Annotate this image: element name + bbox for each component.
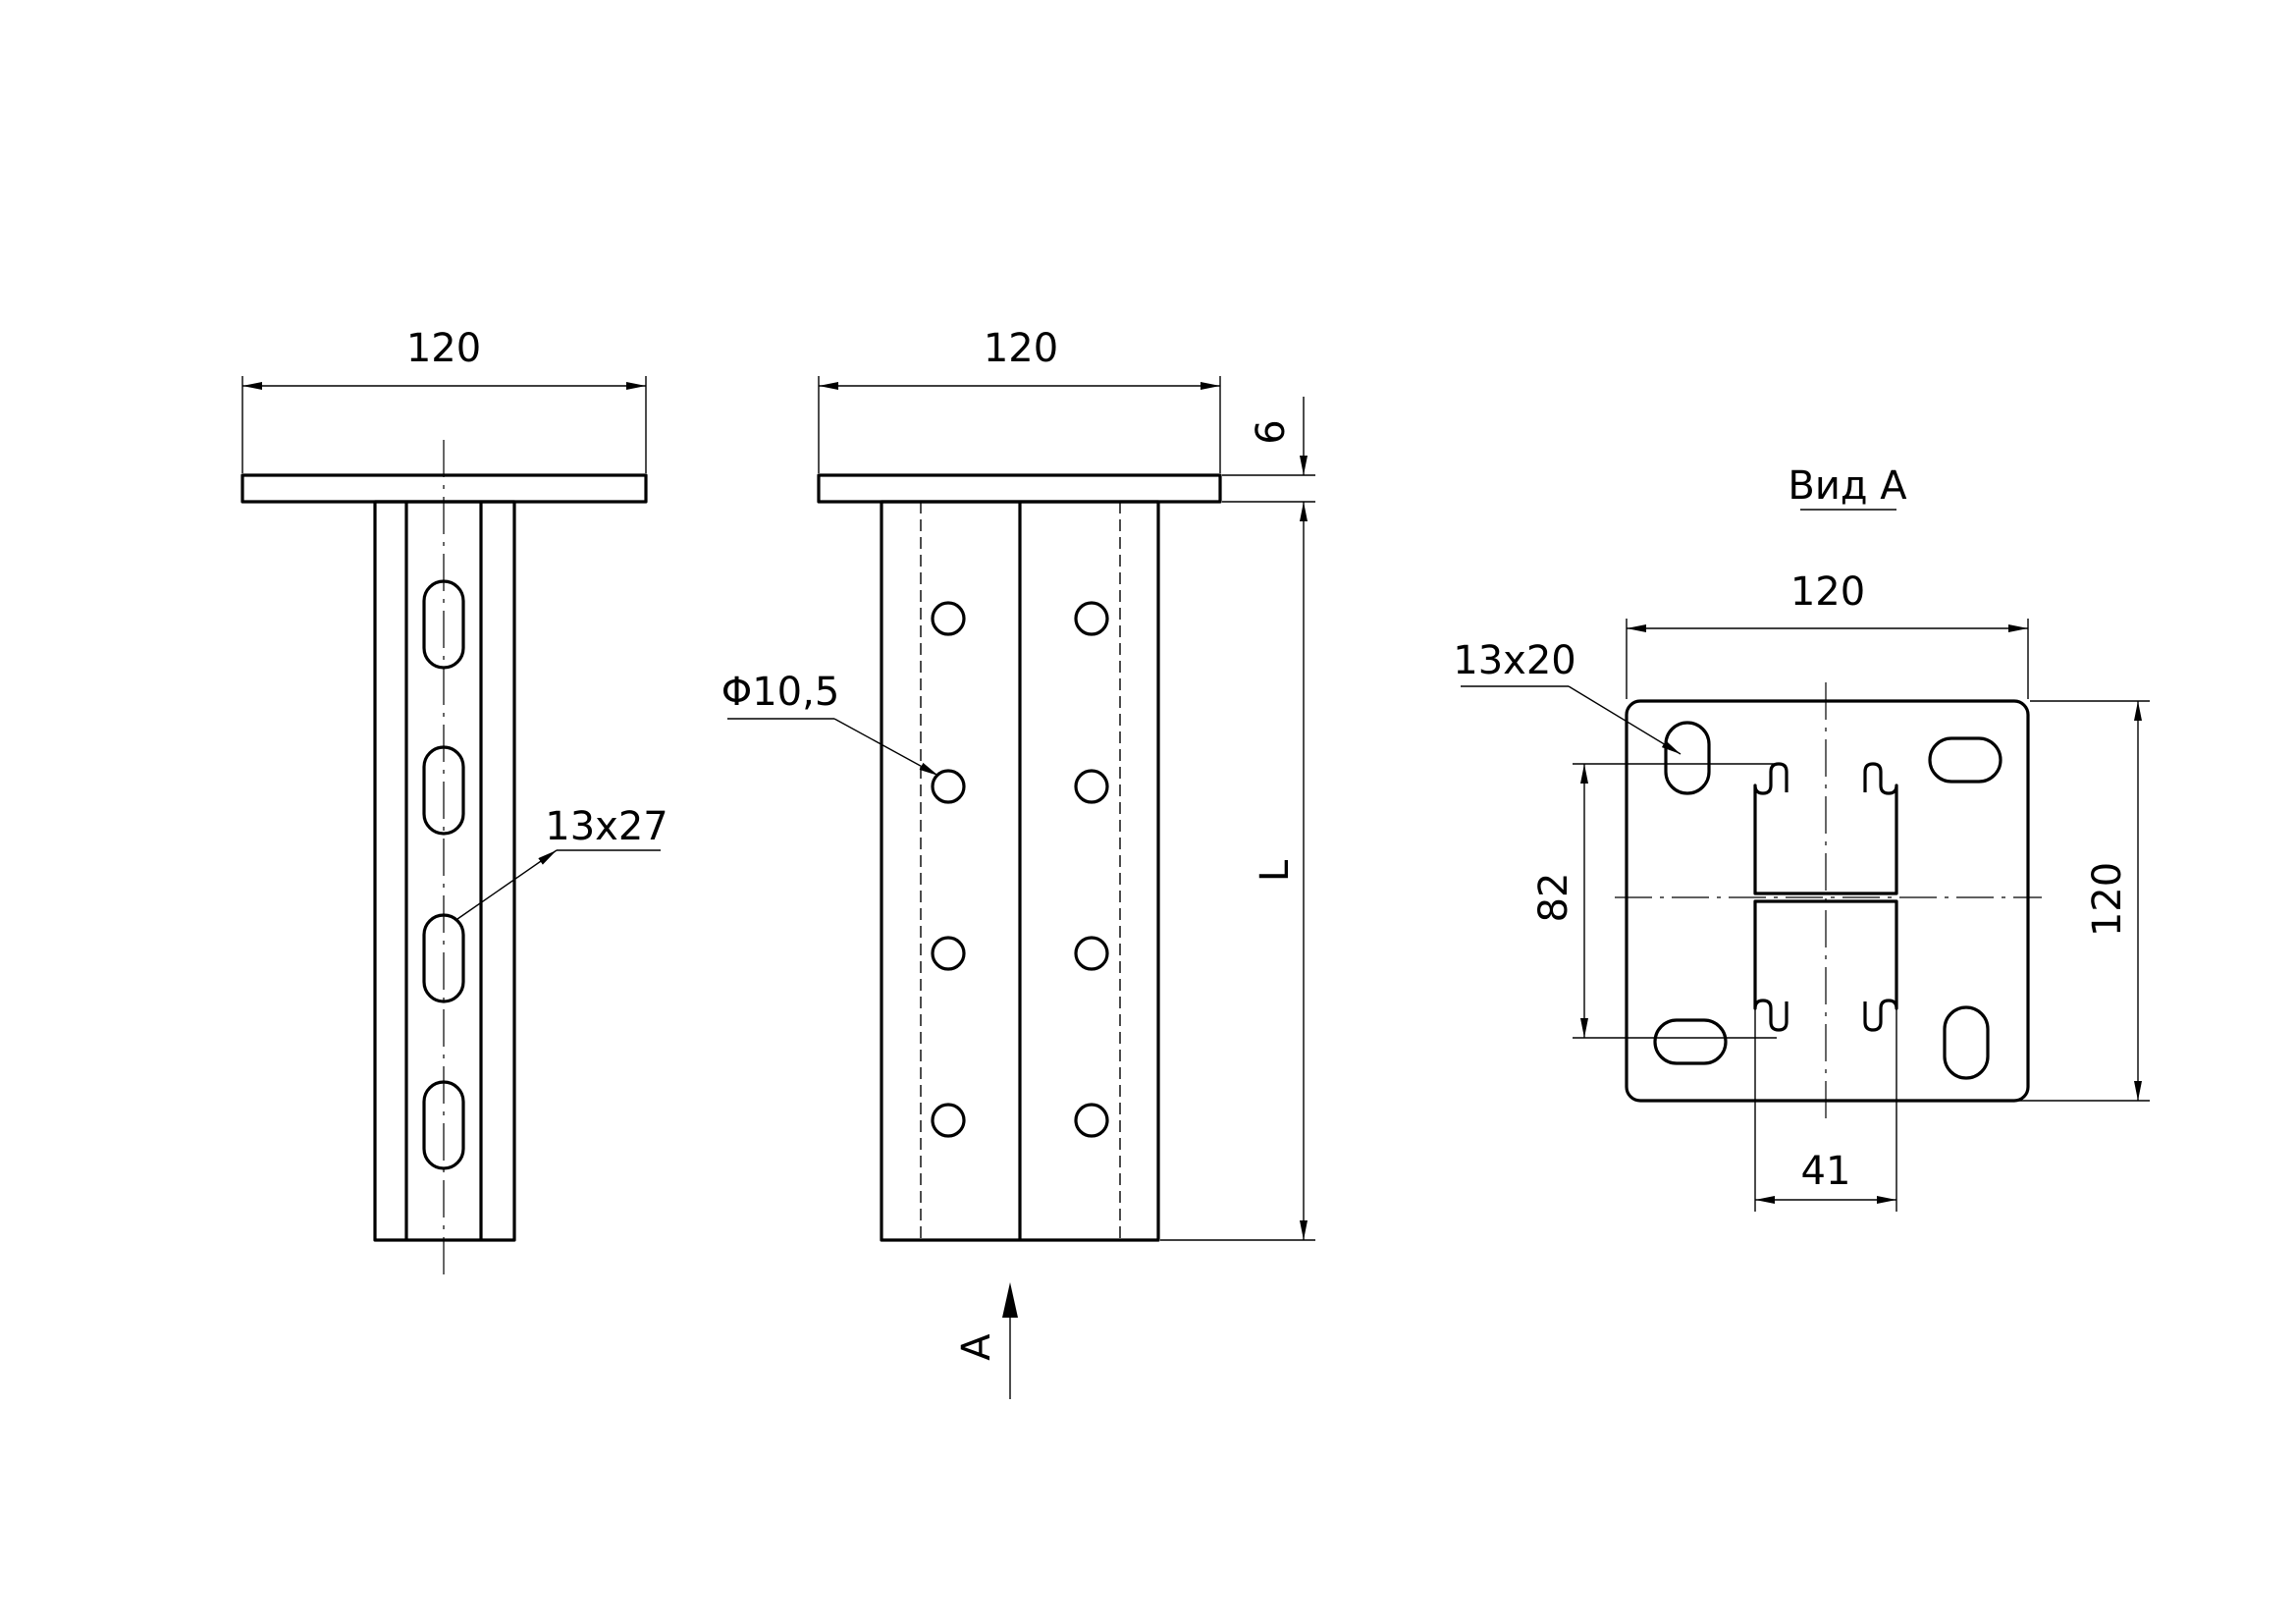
view-a-slot-leader bbox=[1568, 685, 1682, 755]
view-a-slot bbox=[1943, 1005, 1990, 1080]
front-slot bbox=[422, 1080, 465, 1170]
front-slot bbox=[422, 579, 465, 670]
side-hole bbox=[1074, 769, 1109, 804]
view-a-slot bbox=[1664, 721, 1711, 795]
view-a: Вид А 120 120 82 41 bbox=[1453, 463, 2150, 1212]
side-hole bbox=[931, 601, 966, 636]
view-a-41-dim-text: 41 bbox=[1801, 1149, 1851, 1194]
side-hole bbox=[931, 936, 966, 971]
view-a-slot bbox=[1928, 736, 2002, 784]
view-a-height-dim-text: 120 bbox=[2085, 862, 2130, 937]
side-hole bbox=[931, 769, 966, 804]
view-a-82-dim-text: 82 bbox=[1531, 873, 1576, 923]
view-a-title: Вид А bbox=[1788, 463, 1907, 509]
view-a-channel-upper bbox=[1753, 762, 1898, 895]
view-a-arrow-label: A bbox=[954, 1333, 999, 1361]
side-width-dim-text: 120 bbox=[984, 326, 1058, 371]
side-hole bbox=[931, 1103, 966, 1138]
view-a-plate bbox=[1625, 699, 2030, 1103]
view-a-slot bbox=[1653, 1018, 1728, 1065]
side-thickness-dim-text: 6 bbox=[1249, 419, 1294, 444]
front-slot bbox=[422, 913, 465, 1003]
side-base-plate bbox=[817, 473, 1222, 504]
side-hole bbox=[1074, 936, 1109, 971]
front-view: 120 13x27 bbox=[240, 326, 668, 1278]
view-a-width-dim-text: 120 bbox=[1790, 569, 1865, 615]
front-slot bbox=[422, 745, 465, 836]
side-view: 120 6 L Φ10,5 A bbox=[721, 326, 1315, 1399]
view-a-slot-label: 13x20 bbox=[1453, 638, 1575, 683]
front-channel-body bbox=[373, 500, 516, 1242]
side-length-dim-text: L bbox=[1253, 859, 1298, 882]
side-hole bbox=[1074, 601, 1109, 636]
side-hole-label: Φ10,5 bbox=[721, 670, 840, 715]
side-holes bbox=[931, 601, 1109, 1138]
front-slot-leader bbox=[456, 849, 558, 920]
side-hole bbox=[1074, 1103, 1109, 1138]
front-slot-label: 13x27 bbox=[545, 804, 667, 849]
view-a-channel-lower bbox=[1753, 899, 1898, 1032]
side-hole-leader bbox=[833, 718, 939, 777]
front-width-dim-text: 120 bbox=[406, 326, 481, 371]
view-a-arrow-icon bbox=[1002, 1282, 1018, 1318]
